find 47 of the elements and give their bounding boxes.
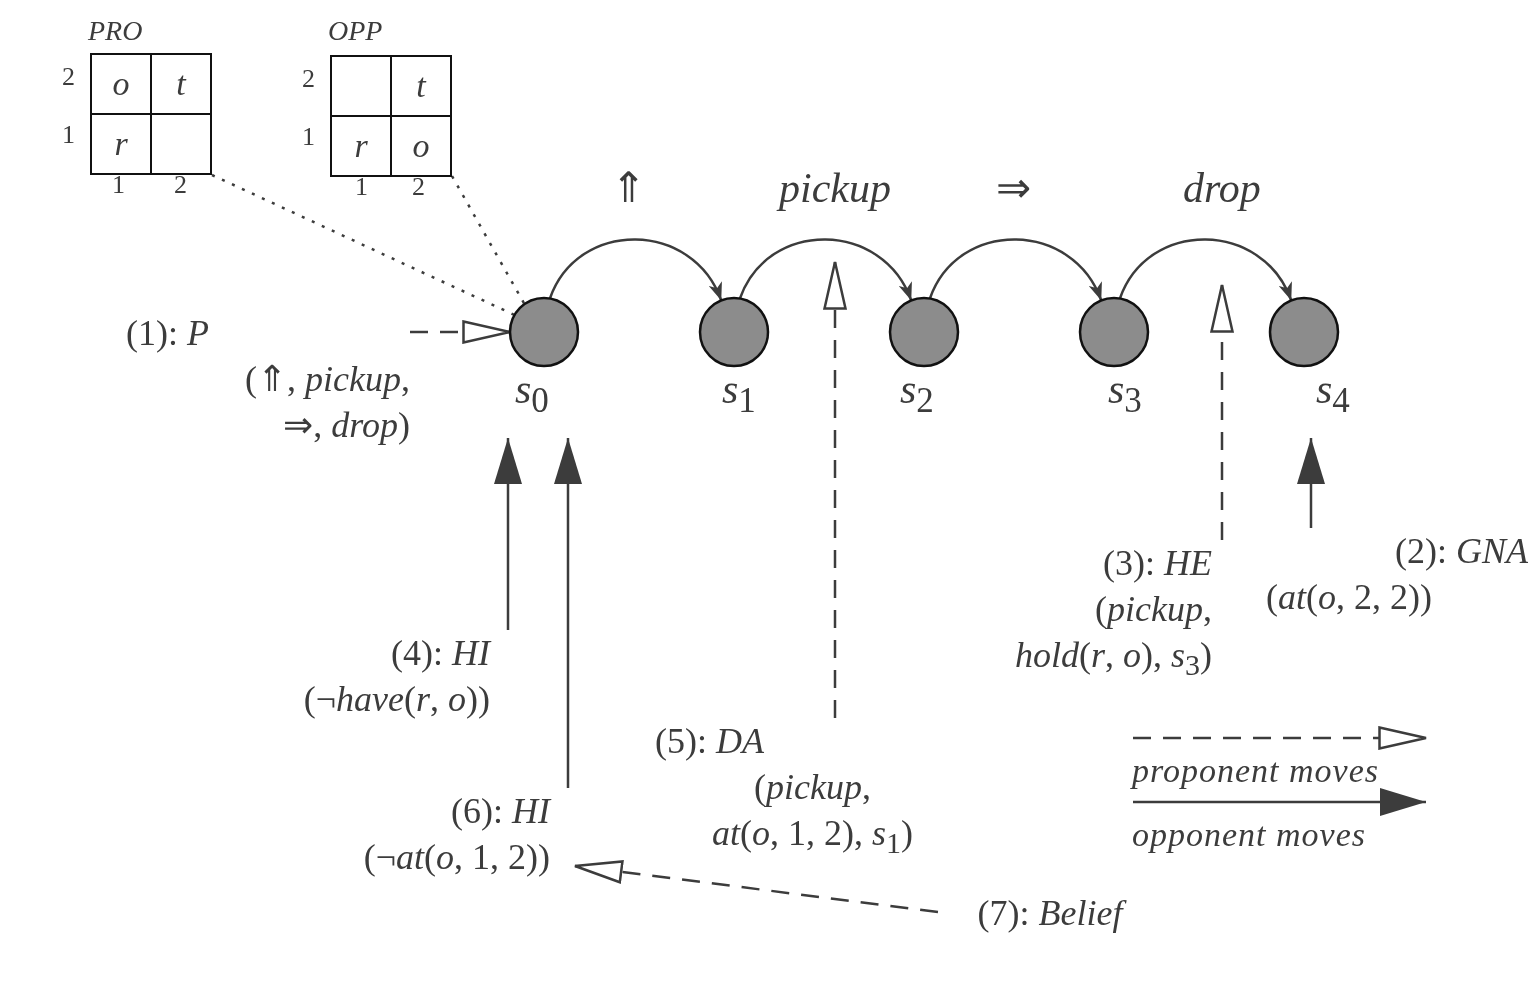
- move-heading: (5): DA: [655, 720, 765, 763]
- move-argument: (⇑, pickup, ⇒, drop): [244, 358, 410, 447]
- state-label: s$_{0}$: [515, 366, 549, 423]
- grid-cell: [150, 113, 212, 175]
- state-label: s$_{2}$: [900, 366, 934, 423]
- move-heading: (4): HI: [390, 632, 490, 675]
- grid-cell: r: [90, 113, 152, 175]
- move-heading: (3): HE: [1102, 542, 1212, 585]
- arrow: [554, 438, 582, 788]
- move-argument: (¬at(o, 1, 2)): [362, 836, 550, 879]
- grid-heading: OPP: [328, 14, 383, 48]
- move-argument: (pickup, hold(r, o), s$_{3}$): [1013, 588, 1212, 684]
- transition-arrow: [738, 238, 913, 301]
- arrow: [573, 860, 939, 914]
- move-heading: (7): Belief: [938, 890, 1162, 936]
- grid-cell: t: [150, 53, 212, 115]
- arrow: [823, 260, 847, 718]
- move-heading: (1): P: [126, 312, 210, 355]
- axis-number: 2: [62, 62, 75, 92]
- move-argument: (at(o, 2, 2)): [1266, 576, 1433, 619]
- leader-line: [211, 173, 516, 317]
- move-heading: (6): HI: [450, 790, 550, 833]
- grid-heading: PRO: [88, 14, 143, 48]
- legend-text: opponent moves: [1132, 815, 1366, 855]
- legend-text: proponent moves: [1132, 751, 1379, 791]
- transition-arrow: [548, 238, 723, 301]
- state-label: s$_{1}$: [722, 366, 756, 423]
- grid-cell: r: [330, 115, 392, 177]
- move-argument: (pickup, at(o, 1, 2), s$_{1}$): [711, 766, 914, 862]
- state-label: s$_{4}$: [1316, 366, 1350, 423]
- grid-cell: o: [390, 115, 452, 177]
- axis-number: 2: [302, 64, 315, 94]
- axis-number: 1: [302, 122, 315, 152]
- arrow: [494, 438, 522, 630]
- leader-line: [450, 175, 526, 305]
- move-argument: (¬have(r, o)): [302, 678, 490, 721]
- grid-cell: o: [90, 53, 152, 115]
- move-heading: (2): GNA: [1394, 530, 1528, 573]
- axis-number: 2: [174, 170, 187, 200]
- grid-cell: t: [390, 55, 452, 117]
- arrow: [1297, 438, 1325, 528]
- grid-cell: [330, 55, 392, 117]
- arrow: [1210, 283, 1234, 540]
- transition-arrow: [928, 238, 1103, 301]
- axis-number: 1: [62, 120, 75, 150]
- transition-arrow: [1118, 238, 1293, 301]
- state-label: s$_{3}$: [1108, 366, 1142, 423]
